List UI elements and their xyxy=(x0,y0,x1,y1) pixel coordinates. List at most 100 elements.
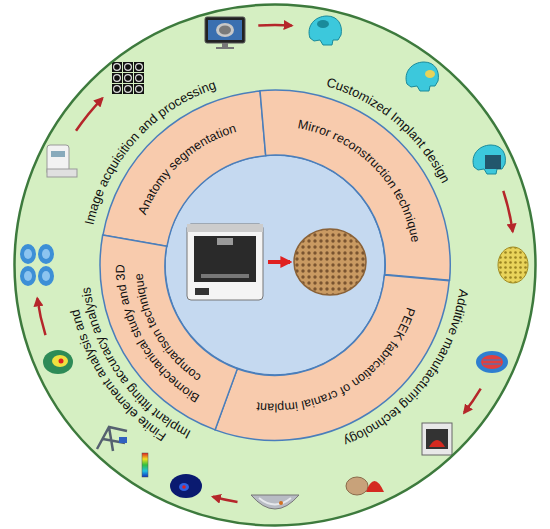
ct-slices xyxy=(112,84,122,94)
sector-shape xyxy=(215,275,449,440)
deviation-map xyxy=(179,483,189,491)
skull-model xyxy=(309,16,341,45)
slicing-model xyxy=(483,360,501,364)
flow-arrow xyxy=(503,191,512,232)
fitting-jig xyxy=(97,427,127,451)
glyph xyxy=(114,261,127,265)
glyph: p xyxy=(277,401,284,414)
ct-slices xyxy=(123,84,133,94)
implant-tray xyxy=(251,495,299,509)
stage-heading: Image acquisition and processing xyxy=(82,78,217,226)
printed-implant xyxy=(346,477,384,495)
method-sector-outline xyxy=(260,90,450,280)
monitor-scan xyxy=(208,20,242,40)
method-sector-outline xyxy=(101,89,268,248)
fe-model xyxy=(52,355,68,367)
fe-model xyxy=(43,350,73,374)
skull-model xyxy=(425,70,435,78)
printer-photo xyxy=(217,238,233,245)
fe-model xyxy=(43,350,73,374)
implant-models xyxy=(38,266,54,286)
method-label: Biomechanical study and 3D comparison te… xyxy=(114,261,203,405)
implant-tray xyxy=(251,495,299,509)
sector-shape xyxy=(103,91,266,246)
lattice-implant xyxy=(498,247,528,283)
glyph: e xyxy=(408,234,422,243)
printer-photo xyxy=(194,236,256,282)
ct-scanner xyxy=(51,151,65,157)
glyph: a xyxy=(267,401,274,414)
implant-models xyxy=(20,266,36,286)
monitor-scan xyxy=(205,17,245,49)
printed-implant xyxy=(346,477,368,495)
implant-models xyxy=(24,271,32,281)
flow-arrow xyxy=(76,98,102,131)
ct-slices xyxy=(123,62,133,72)
ct-scanner xyxy=(47,169,77,177)
ct-slices xyxy=(112,62,144,94)
printer-photo xyxy=(201,274,249,278)
flow-arrow xyxy=(258,24,291,27)
deviation-map xyxy=(182,485,186,489)
ct-slices xyxy=(112,73,122,83)
method-label: PEEK fabrication of cranial implant xyxy=(256,306,417,414)
skull-model xyxy=(485,155,501,169)
method-sector-outline xyxy=(215,275,449,440)
stage-heading: Additive manufacturing technology xyxy=(342,289,470,449)
glyph: 3 xyxy=(115,273,128,281)
process-arrow xyxy=(268,260,290,264)
implant-models xyxy=(42,249,50,259)
ct-scanner xyxy=(47,145,77,177)
ct-slices xyxy=(134,73,144,83)
sector-shape xyxy=(260,90,450,280)
skull-model xyxy=(309,16,341,45)
skull-model xyxy=(473,145,505,174)
process-cycle-ring: Anatomy segmentationMirror reconstructio… xyxy=(13,3,537,527)
glyph: l xyxy=(274,401,277,414)
monitor-scan xyxy=(216,23,234,37)
implant-tray xyxy=(259,498,291,505)
fdm-printer xyxy=(422,423,452,455)
implant-photo xyxy=(294,229,366,295)
monitor-scan xyxy=(222,43,228,47)
implant-models xyxy=(42,271,50,281)
implant-models xyxy=(24,249,32,259)
ct-slices xyxy=(123,73,133,83)
glyph: m xyxy=(284,400,296,414)
color-scale xyxy=(142,453,148,477)
printer-photo xyxy=(187,224,263,232)
implant-models xyxy=(20,244,36,264)
method-sector-outline xyxy=(258,88,452,282)
monitor-scan xyxy=(219,26,231,35)
method-sector-outline xyxy=(103,91,266,246)
fdm-printer xyxy=(422,423,452,455)
glyph: n xyxy=(260,400,268,413)
flow-arrow xyxy=(213,497,238,502)
skull-model xyxy=(406,62,438,91)
ct-slices xyxy=(112,62,122,72)
implant-models xyxy=(20,244,54,286)
glyph: e xyxy=(133,273,146,281)
deviation-map xyxy=(170,474,202,498)
printer-photo xyxy=(187,224,263,300)
slicing-model xyxy=(476,351,508,373)
skull-model xyxy=(473,145,505,174)
implant-photo xyxy=(294,229,366,295)
sector-shape xyxy=(100,235,237,430)
process-cycle-ring-outline xyxy=(13,3,537,527)
method-sector-outline xyxy=(213,273,451,442)
ct-slices xyxy=(134,84,144,94)
slicing-model xyxy=(476,351,508,373)
fitting-jig xyxy=(119,437,127,443)
method-sector-outline xyxy=(100,235,237,430)
fe-model xyxy=(59,359,64,364)
ring-border xyxy=(15,5,536,526)
ct-slices xyxy=(134,62,144,72)
fdm-printer xyxy=(429,440,445,447)
stage-heading: Customized Implant design xyxy=(325,75,452,184)
implant-tray xyxy=(279,501,283,505)
process-cycle-ring-outline xyxy=(15,5,536,526)
skull-model xyxy=(406,62,438,91)
